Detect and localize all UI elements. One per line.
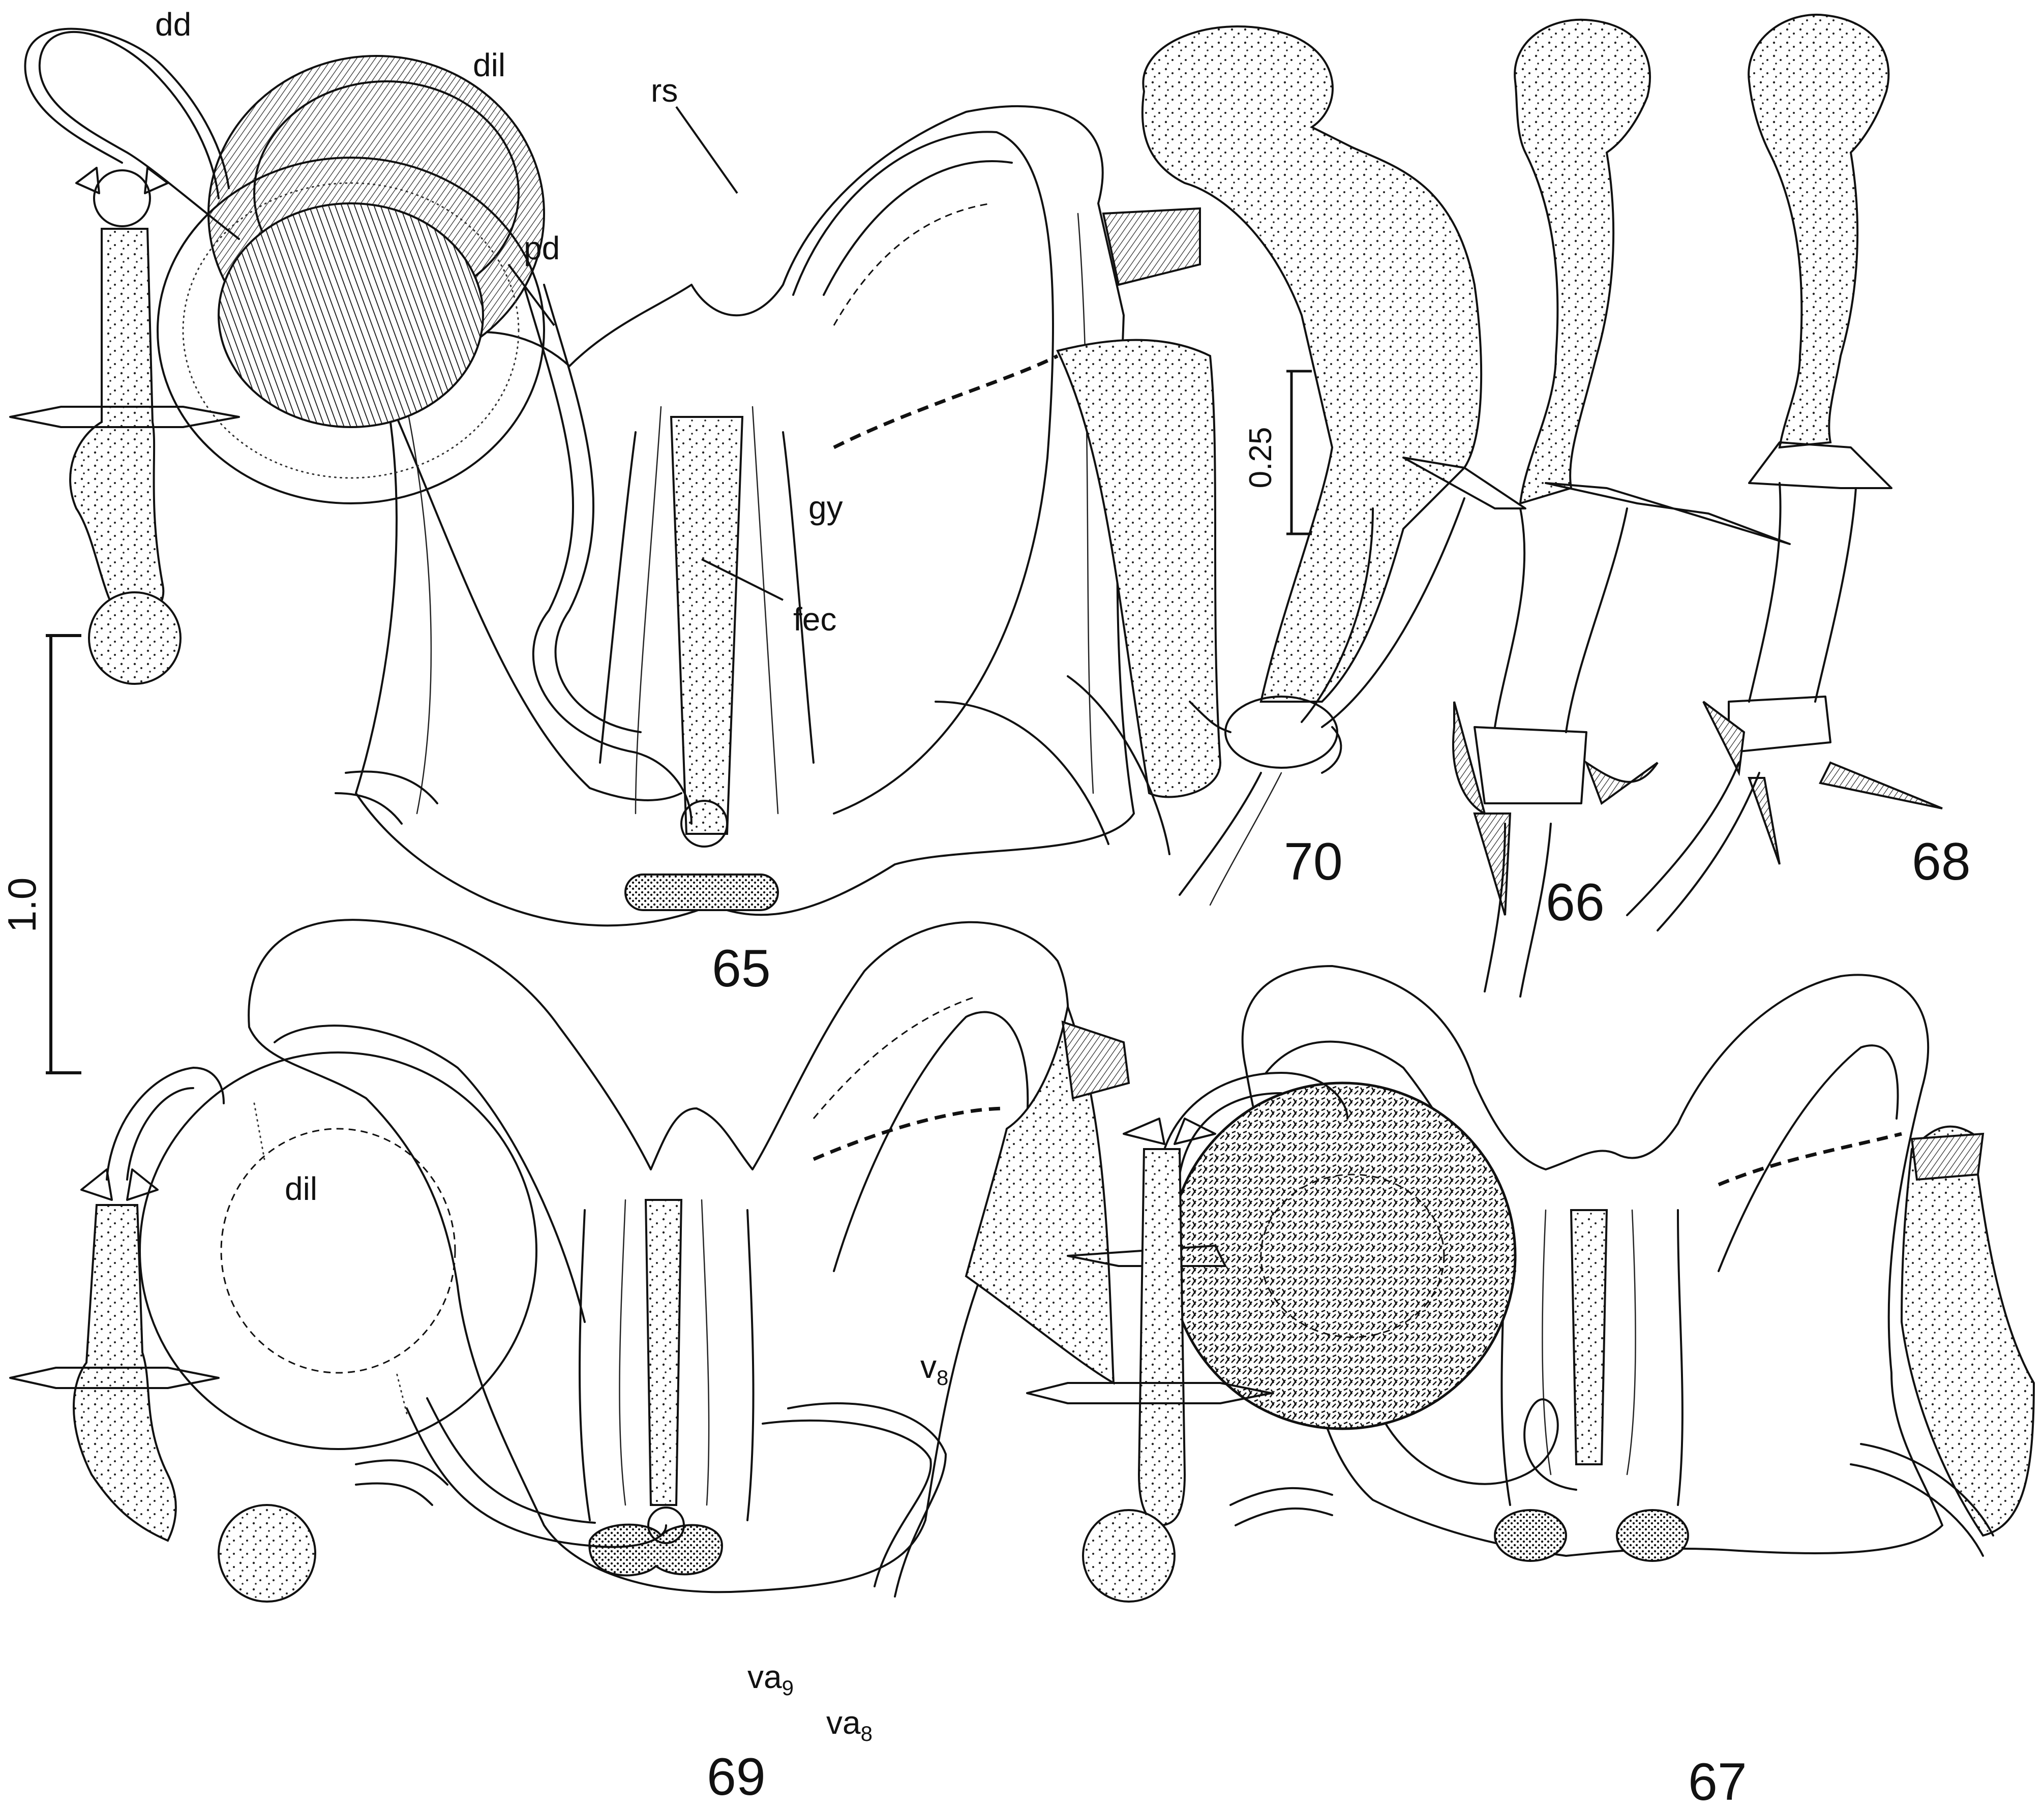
label-pd: pd bbox=[524, 230, 560, 266]
figure-number-68: 68 bbox=[1912, 832, 1971, 891]
scale-label-large: 1.0 bbox=[0, 878, 44, 932]
figure-number-69: 69 bbox=[707, 1748, 766, 1806]
figure-number-70: 70 bbox=[1284, 832, 1343, 891]
figure-69 bbox=[9, 919, 1130, 1603]
figure-number-65: 65 bbox=[712, 939, 771, 998]
scale-label-small: 0.25 bbox=[1243, 427, 1278, 489]
label-fec: fec bbox=[793, 601, 836, 638]
label-va9: va9 bbox=[747, 1659, 794, 1700]
label-gy: gy bbox=[808, 489, 843, 526]
figure-number-66: 66 bbox=[1546, 873, 1605, 932]
label-dil-top: dil bbox=[473, 47, 505, 83]
figure-68 bbox=[1626, 13, 1943, 931]
label-dil-bottom: dil bbox=[285, 1170, 317, 1207]
label-va8: va8 bbox=[826, 1704, 873, 1745]
leader-lines bbox=[507, 106, 784, 601]
label-v8: v8 bbox=[920, 1348, 948, 1390]
figure-65 bbox=[9, 27, 1222, 927]
figure-70 bbox=[1141, 25, 1526, 906]
label-dd: dd bbox=[155, 6, 191, 43]
figure-number-67: 67 bbox=[1688, 1753, 1747, 1807]
label-rs: rs bbox=[651, 72, 678, 109]
scale-bar-small bbox=[1286, 370, 1312, 535]
figure-66 bbox=[1452, 18, 1791, 998]
scale-bar-large bbox=[46, 634, 81, 1074]
figure-67 bbox=[1026, 965, 2035, 1603]
